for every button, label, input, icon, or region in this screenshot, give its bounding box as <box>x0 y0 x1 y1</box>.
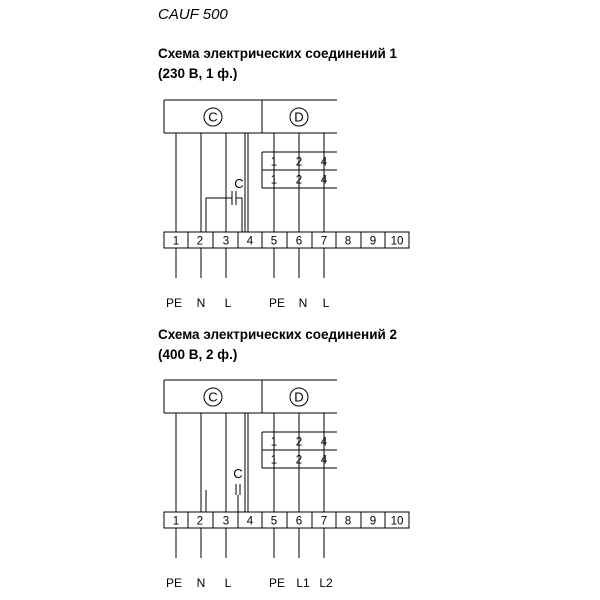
scheme-2-supply-label-right: PE <box>269 576 285 590</box>
scheme-1-terminal-number: 6 <box>296 236 302 248</box>
scheme-1-terminal-number: 4 <box>247 236 254 248</box>
scheme-1-terminal-number: 9 <box>370 236 376 248</box>
scheme-2-terminal-number: 10 <box>391 516 404 528</box>
scheme-2-box-d-label: D <box>294 390 303 405</box>
scheme-2-supply-label-right: L2 <box>319 576 333 590</box>
scheme-1-supply-label-right: N <box>299 296 308 310</box>
scheme-1-subtitle: (230 В, 1 ф.) <box>158 66 238 81</box>
scheme-2-terminal-number: 1 <box>173 516 179 528</box>
scheme-2-terminal-number: 2 <box>197 516 203 528</box>
scheme-1-terminal-number: 5 <box>271 236 277 248</box>
scheme-1-supply-label-right: PE <box>269 296 285 310</box>
scheme-1-box-c-label: C <box>208 110 217 125</box>
scheme-1-heading: Схема электрических соединений 1 (230 В,… <box>158 44 397 84</box>
scheme-2-terminal-number: 7 <box>321 516 327 528</box>
scheme-2-heading: Схема электрических соединений 2 (400 В,… <box>158 325 397 365</box>
scheme-1-box-c-circle <box>203 107 223 127</box>
scheme-2-supply-label-left: L <box>225 576 232 590</box>
scheme-1-box-d-label: D <box>294 110 303 125</box>
scheme-2-supply-label-left: PE <box>166 576 182 590</box>
model-name: CAUF 500 <box>158 6 228 23</box>
scheme-2-terminal-number: 9 <box>370 516 376 528</box>
scheme-1-supply-label-left: L <box>225 296 232 310</box>
scheme-1-terminal-number: 8 <box>345 236 351 248</box>
scheme-2-supply-label-left: N <box>197 576 206 590</box>
scheme-2-box-c-label: C <box>208 390 217 405</box>
scheme-2-terminal-number: 5 <box>271 516 277 528</box>
scheme-1-terminal-number: 2 <box>197 236 203 248</box>
scheme-1-capacitor-label: C <box>234 176 243 191</box>
scheme-2-capacitor-label: C <box>233 466 242 481</box>
scheme-2-subtitle: (400 В, 2 ф.) <box>158 347 238 362</box>
scheme-1-terminal-number: 10 <box>391 236 404 248</box>
scheme-2-supply-label-right: L1 <box>296 576 310 590</box>
scheme-2-terminal-number: 3 <box>223 516 229 528</box>
scheme-2-box-c-circle <box>203 387 223 407</box>
scheme-2-box-d-circle <box>289 387 309 407</box>
scheme-1-box-d-circle <box>289 107 309 127</box>
scheme-1-terminal-number: 3 <box>223 236 229 248</box>
scheme-2-terminal-number: 4 <box>247 516 254 528</box>
scheme-1-supply-label-left: PE <box>166 296 182 310</box>
scheme-1-title: Схема электрических соединений 1 <box>158 46 398 61</box>
scheme-1-terminal-number: 7 <box>321 236 327 248</box>
scheme-2-title: Схема электрических соединений 2 <box>158 327 398 342</box>
scheme-2-terminal-number: 8 <box>345 516 351 528</box>
scheme-1-supply-label-left: N <box>197 296 206 310</box>
scheme-1-terminal-number: 1 <box>173 236 179 248</box>
scheme-2-terminal-number: 6 <box>296 516 302 528</box>
scheme-1-supply-label-right: L <box>323 296 330 310</box>
